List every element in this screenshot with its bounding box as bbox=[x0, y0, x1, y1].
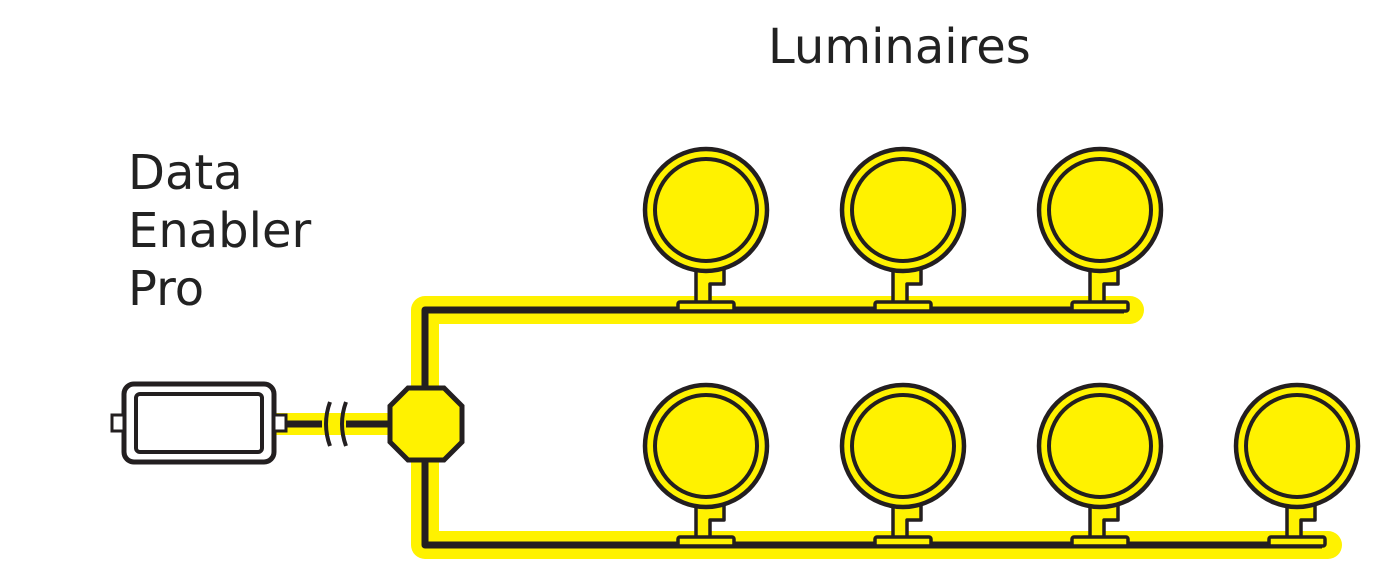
luminaire bbox=[839, 146, 967, 313]
luminaire-lens bbox=[653, 157, 759, 263]
luminaire-lens bbox=[1244, 393, 1350, 499]
luminaire-lens bbox=[653, 393, 759, 499]
luminaire bbox=[1036, 146, 1164, 313]
cable-break-icon bbox=[324, 401, 348, 447]
device-label-line-1: Data bbox=[128, 145, 243, 201]
luminaire-lens bbox=[1047, 157, 1153, 263]
luminaire bbox=[1036, 382, 1164, 548]
luminaire-base bbox=[1070, 535, 1130, 548]
luminaire-lens bbox=[1047, 393, 1153, 499]
luminaires-label: Luminaires bbox=[768, 19, 1031, 75]
luminaire-lens bbox=[850, 157, 956, 263]
device-label-line-3: Pro bbox=[128, 261, 205, 317]
luminaire-base bbox=[676, 300, 736, 313]
luminaire-base bbox=[873, 535, 933, 548]
luminaires bbox=[642, 146, 1361, 548]
luminaire bbox=[1233, 382, 1361, 548]
device-label-line-2: Enabler bbox=[128, 203, 312, 259]
data-enabler-pro-device bbox=[110, 381, 288, 465]
luminaire-lens bbox=[850, 393, 956, 499]
luminaire-base bbox=[873, 300, 933, 313]
luminaire-base bbox=[1267, 535, 1327, 548]
luminaire-base bbox=[676, 535, 736, 548]
device-label: Data Enabler Pro bbox=[128, 144, 311, 318]
luminaire bbox=[642, 146, 770, 313]
junction-hub bbox=[387, 385, 465, 463]
luminaire bbox=[839, 382, 967, 548]
luminaire bbox=[642, 382, 770, 548]
luminaire-base bbox=[1070, 300, 1130, 313]
